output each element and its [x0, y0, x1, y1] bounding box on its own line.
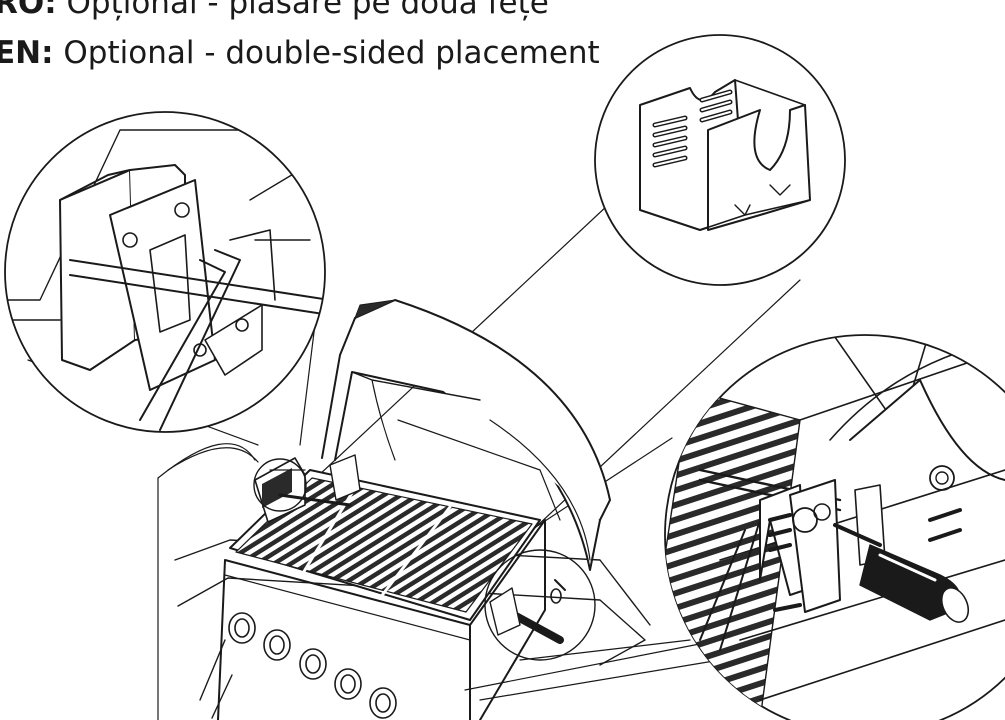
- detail-circle-handle-side: [640, 330, 1005, 720]
- detail-circle-bracket-front: [0, 112, 340, 432]
- control-knob: [264, 630, 290, 660]
- control-knobs: [229, 613, 396, 718]
- control-knob: [335, 669, 361, 699]
- detail-circle-bracket-part: [595, 35, 845, 285]
- detail-markers: [254, 459, 595, 660]
- control-knob: [300, 649, 326, 679]
- caption-text-en: Optional - double-sided placement: [63, 35, 600, 71]
- grill-main-view: [158, 300, 720, 720]
- caption-text-ro: Opțional - plasare pe două fețe: [66, 0, 549, 21]
- control-knob: [229, 613, 255, 643]
- control-knob: [370, 688, 396, 718]
- lang-code-ro: RO:: [0, 0, 57, 21]
- lang-code-en: EN:: [0, 35, 54, 71]
- caption-ro: RO: Opțional - plasare pe două fețe: [0, 0, 549, 19]
- caption-en: EN: Optional - double-sided placement: [0, 38, 600, 69]
